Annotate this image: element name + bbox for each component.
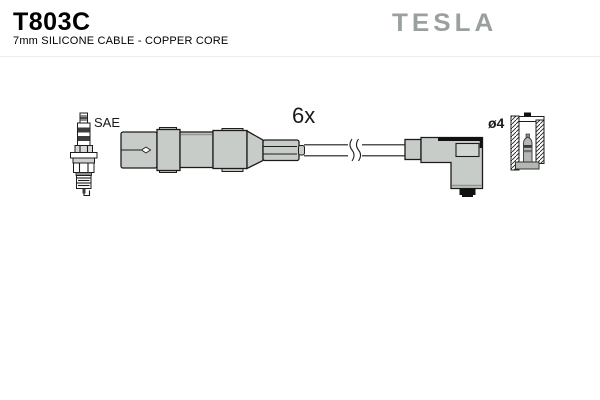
terminal-diameter-label: ø4 (488, 115, 505, 131)
cable-break-icon (349, 138, 362, 162)
hatched-wall-right (535, 119, 545, 164)
boot-window (455, 142, 480, 158)
sae-terminal-label: SAE (94, 115, 120, 130)
boot-contact-tip (459, 188, 476, 195)
part-number: T803C (13, 8, 91, 36)
spark-plug-drawing: SAE (70, 112, 120, 197)
terminal-cross-section-drawing: ø4 (488, 112, 545, 171)
hatched-wall-left (510, 115, 520, 171)
quantity-label: 6x (292, 103, 315, 128)
cable-drawing: 6x (292, 103, 405, 162)
cable-description: 7mm SILICONE CABLE - COPPER CORE (13, 35, 229, 47)
header-divider (0, 56, 600, 57)
right-angle-boot-drawing (404, 136, 484, 197)
terminal-pin (523, 133, 533, 163)
tesla-logo: TESLA (392, 8, 498, 37)
straight-boot-drawing (120, 127, 305, 173)
